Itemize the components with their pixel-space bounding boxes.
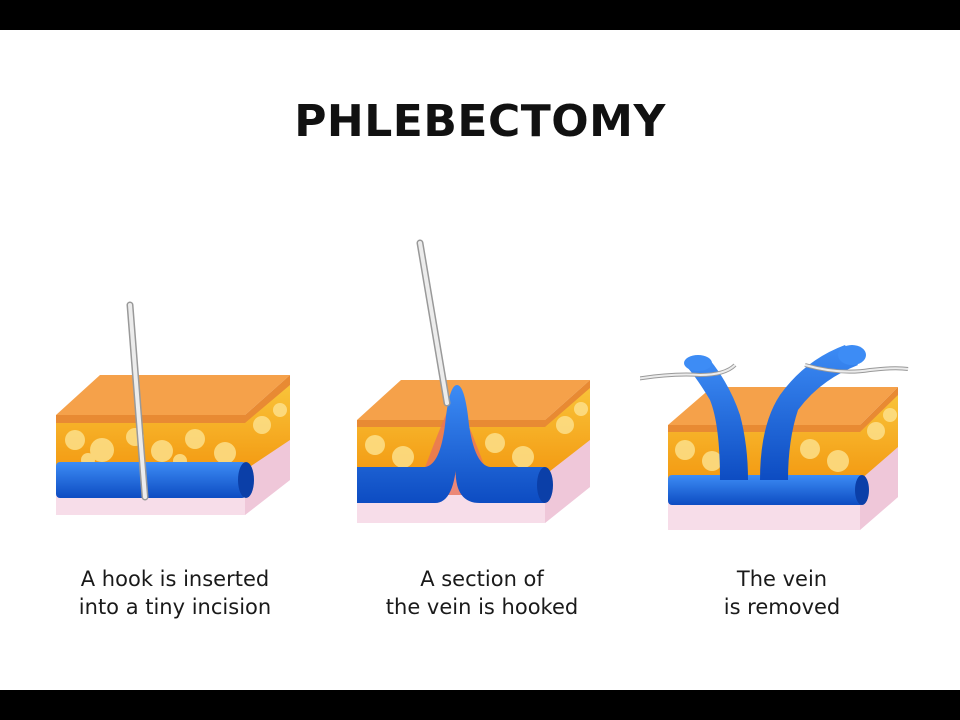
- vein-left-end: [685, 360, 748, 480]
- step-1-caption: A hook is inserted into a tiny incision: [25, 565, 325, 621]
- step-3-caption-line-2: is removed: [723, 595, 841, 619]
- step-2-caption-line-2: the vein is hooked: [385, 595, 579, 619]
- step-1-caption-line-2: into a tiny incision: [78, 595, 272, 619]
- hook-inserted-icon: [56, 301, 290, 515]
- vein-right-end: [760, 345, 858, 480]
- step-1-caption-line-1: A hook is inserted: [80, 567, 270, 591]
- step-2-illustration: [345, 225, 645, 545]
- hook: [418, 241, 449, 405]
- step-3-illustration: [640, 225, 940, 545]
- vein: [56, 462, 246, 498]
- step-1-illustration: [40, 225, 340, 545]
- vein-remaining: [668, 475, 864, 505]
- vein-removed-icon: [640, 345, 909, 530]
- hook-right: [804, 364, 909, 373]
- skin-surface: [56, 375, 290, 415]
- hook: [128, 303, 147, 499]
- step-3-caption: The vein is removed: [632, 565, 932, 621]
- step-2-caption: A section of the vein is hooked: [332, 565, 632, 621]
- hook-left: [640, 364, 736, 380]
- step-3-caption-line-1: The vein: [736, 567, 828, 591]
- diagram-title: PHLEBECTOMY: [294, 96, 666, 147]
- vein-hooked-icon: [357, 239, 590, 523]
- vein: [357, 385, 545, 503]
- step-2-caption-line-1: A section of: [420, 567, 544, 591]
- skin-surface: [357, 380, 590, 420]
- diagram-canvas: [0, 30, 960, 690]
